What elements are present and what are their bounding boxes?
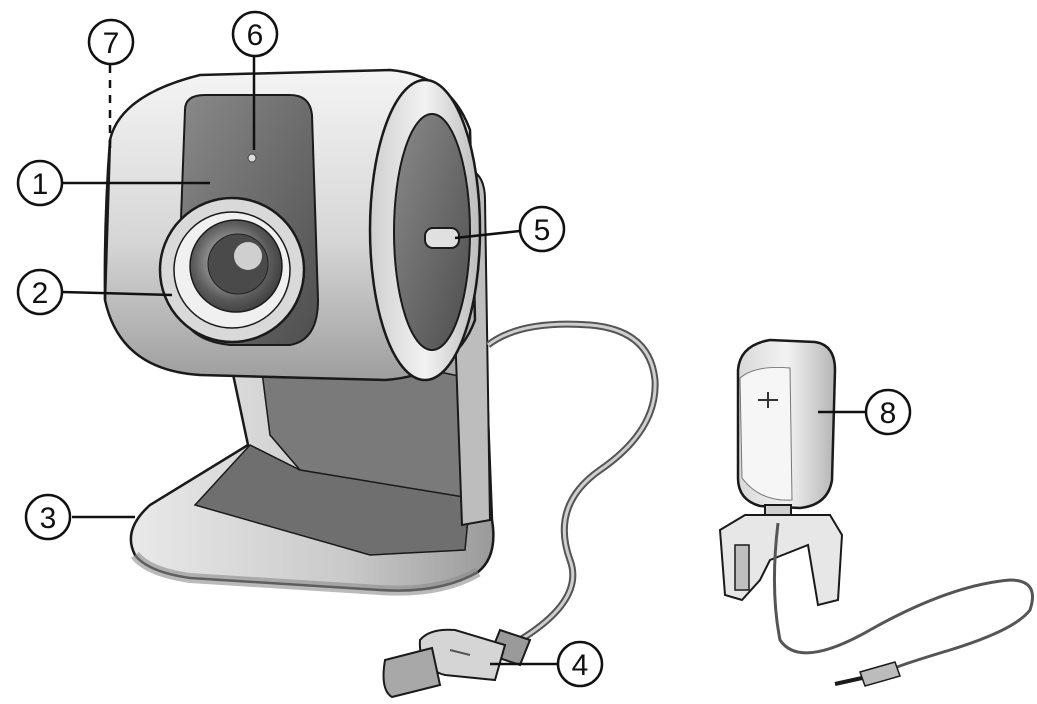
svg-text:5: 5	[534, 214, 551, 247]
callout-4: 4	[556, 640, 604, 688]
callout-1: 1	[16, 159, 64, 207]
svg-text:1: 1	[32, 168, 49, 201]
webcam-rear-edge	[103, 139, 112, 301]
snapshot-button	[424, 227, 460, 249]
callout-3: 3	[24, 493, 72, 541]
clip-microphone	[718, 338, 1034, 687]
callout-6: 6	[231, 10, 279, 58]
usb-cable	[485, 320, 659, 643]
leader-line-2	[61, 290, 173, 297]
webcam-base	[129, 338, 495, 596]
webcam-body	[103, 68, 482, 382]
svg-text:2: 2	[32, 277, 49, 310]
svg-text:8: 8	[880, 397, 897, 430]
activity-led	[247, 153, 257, 163]
camera-lens	[158, 196, 306, 344]
usb-plug	[382, 628, 532, 699]
svg-text:6: 6	[247, 19, 264, 52]
callout-2: 2	[16, 268, 64, 316]
leader-line-5	[454, 229, 521, 240]
callout-5: 5	[518, 205, 566, 253]
svg-text:3: 3	[40, 502, 57, 535]
callout-7: 7	[87, 18, 135, 66]
webcam	[103, 68, 495, 596]
svg-text:4: 4	[572, 649, 589, 682]
callout-8: 8	[864, 388, 912, 436]
svg-text:7: 7	[103, 27, 120, 60]
